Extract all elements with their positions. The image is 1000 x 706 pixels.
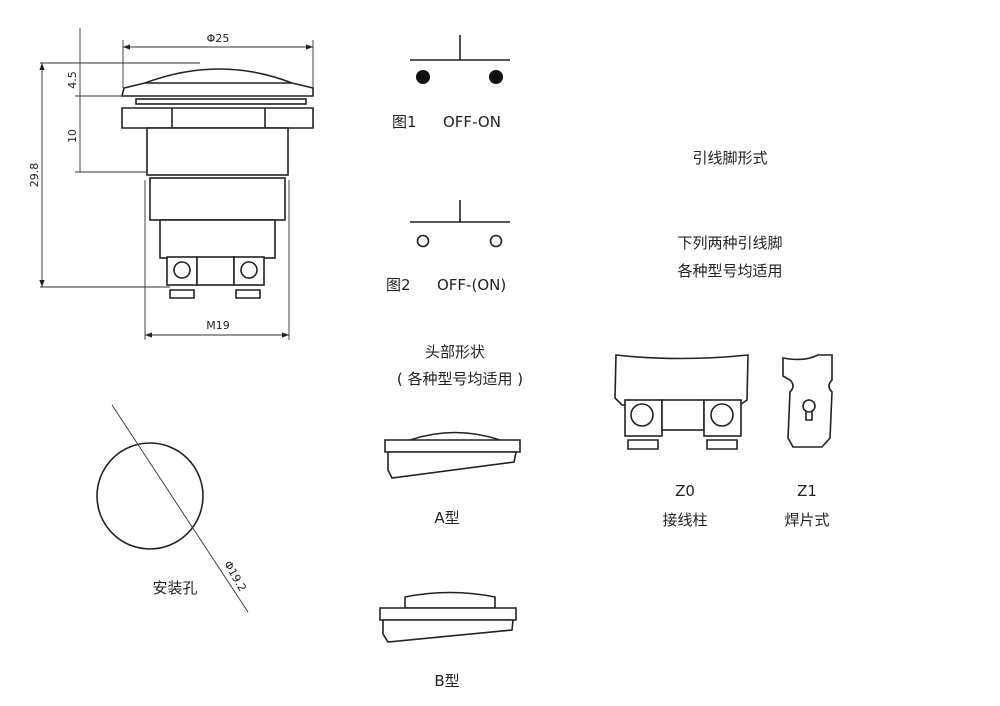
- head-type-b: B型: [379, 591, 517, 690]
- side-view: Φ25 29.8 4.5 10 M19: [28, 28, 314, 340]
- lead-pins-note-2: 各种型号均适用: [677, 262, 782, 280]
- dim-height-thread: 10: [66, 129, 79, 143]
- mounting-hole: Φ19.2 安装孔: [96, 404, 249, 613]
- dim-hole-diameter: Φ19.2: [221, 559, 249, 594]
- mounting-hole-label: 安装孔: [152, 579, 197, 597]
- head-shape-title: 头部形状: [425, 343, 485, 361]
- z0-terminal: Z0 接线柱: [614, 354, 749, 529]
- z1-terminal: Z1 焊片式: [782, 354, 833, 529]
- fig1-label: 图1: [392, 113, 417, 131]
- fig1-mode: OFF-ON: [443, 113, 501, 131]
- z0-code: Z0: [675, 482, 695, 500]
- type-b-label: B型: [434, 672, 459, 690]
- dim-height-cap: 4.5: [66, 71, 79, 89]
- fig1-symbol: 图1 OFF-ON: [392, 35, 510, 131]
- lead-pins-note-1: 下列两种引线脚: [677, 234, 782, 252]
- dim-thread: M19: [206, 319, 230, 332]
- fig2-mode: OFF-(ON): [437, 276, 506, 294]
- head-type-a: A型: [384, 431, 521, 527]
- dim-diameter-cap: Φ25: [207, 32, 230, 45]
- z0-name: 接线柱: [662, 511, 707, 529]
- head-shape-note: ( 各种型号均适用 ): [397, 370, 523, 388]
- z1-name: 焊片式: [784, 511, 829, 529]
- z1-code: Z1: [797, 482, 817, 500]
- fig2-label: 图2: [386, 276, 411, 294]
- lead-pins-title: 引线脚形式: [692, 149, 767, 167]
- fig2-symbol: 图2 OFF-(ON): [386, 200, 510, 294]
- dim-total-height: 29.8: [28, 163, 41, 188]
- type-a-label: A型: [434, 509, 459, 527]
